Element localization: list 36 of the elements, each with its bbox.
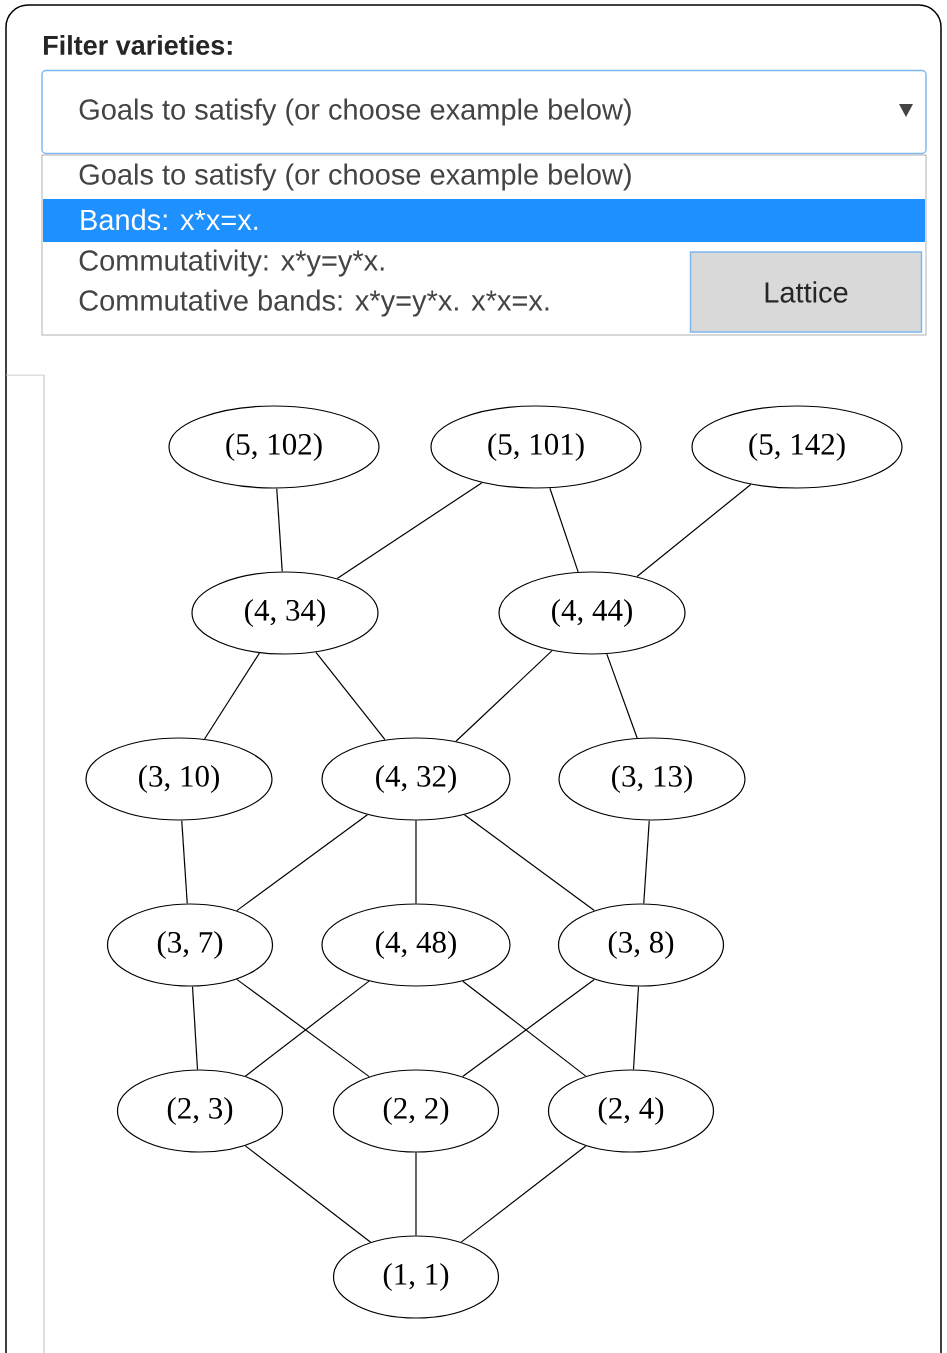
lattice-node: (1, 1) (332, 1235, 500, 1319)
connector-line (315, 651, 386, 741)
lattice-node: (4, 44) (498, 571, 686, 655)
connector-line (632, 986, 640, 1071)
lattice-node: (4, 34) (191, 571, 379, 655)
lattice-node: (3, 10) (85, 737, 273, 821)
connector-line (606, 653, 638, 739)
lattice-node: (4, 32) (321, 737, 511, 821)
connector-line (460, 1145, 587, 1243)
connector-line (636, 483, 752, 578)
connector-line (203, 652, 261, 740)
lattice-node: (3, 13) (558, 737, 746, 821)
connector-line (181, 820, 188, 905)
connector-line (336, 482, 483, 580)
select-field: Goals to satisfy (or choose example below) (41, 69, 927, 155)
lattice-node: (4, 48) (321, 903, 511, 987)
lattice-node: (2, 3) (116, 1069, 284, 1153)
connector-line (244, 1145, 372, 1243)
lattice-node: (2, 2) (332, 1069, 500, 1153)
connector-line (276, 488, 283, 573)
highlighted-option: Bands: x*x=x. (43, 199, 925, 242)
connector-line (415, 820, 417, 904)
lattice-node: (3, 8) (557, 903, 725, 987)
lattice-node: (2, 4) (547, 1069, 715, 1153)
connector-line (415, 1152, 417, 1236)
lattice-node: (5, 101) (430, 405, 642, 489)
heading: Filter varieties: (44, 35, 232, 55)
connector-line (549, 487, 579, 573)
lattice-node: (3, 7) (106, 903, 274, 987)
connector-line (463, 814, 595, 912)
connector-line (643, 820, 650, 905)
connector-line (191, 986, 199, 1071)
connector-line (236, 814, 368, 912)
lattice-node: (5, 142) (691, 405, 903, 489)
connector-line (455, 650, 553, 742)
lattice-node: (5, 102) (168, 405, 380, 489)
